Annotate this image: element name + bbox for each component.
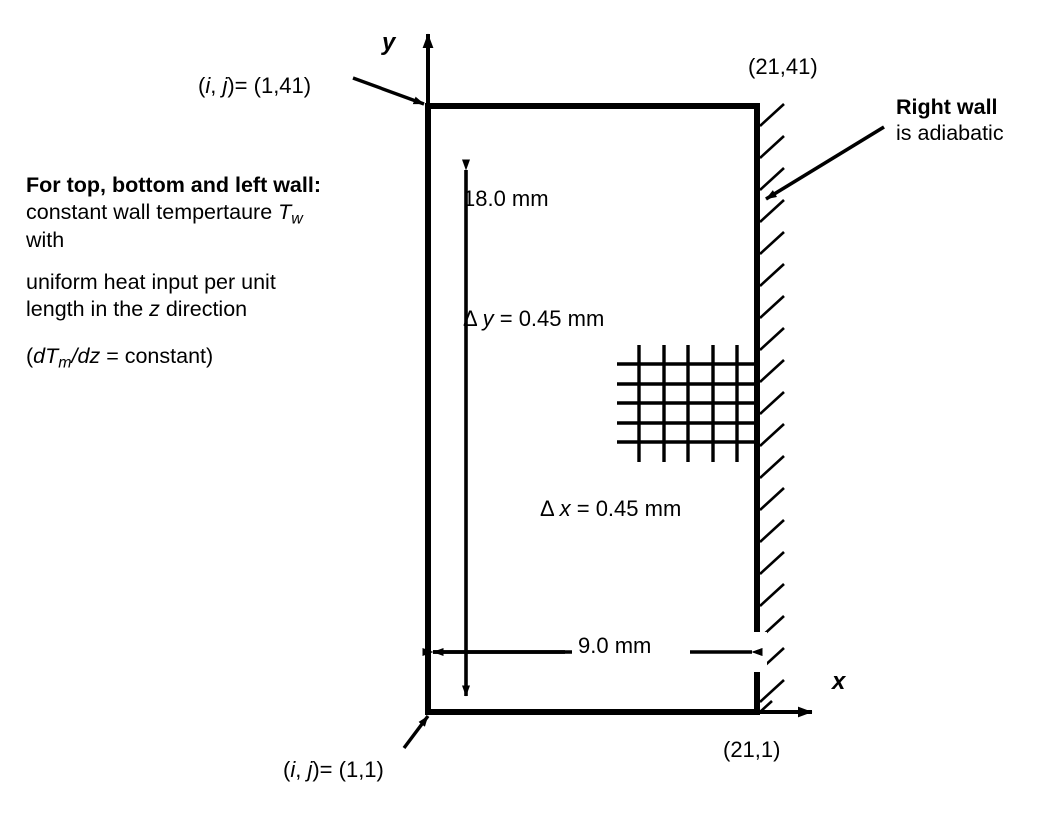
symbol-z-axis: z [149, 297, 160, 322]
symbol-wall-temperature: T [278, 200, 292, 225]
index-j-symbol-2: j [307, 757, 313, 782]
leader-arrow-top-left [352, 76, 425, 106]
grid-dy-label: Δ y = 0.45 mm [463, 306, 604, 333]
boundary-condition-note: For top, bottom and left wall: constant … [26, 172, 326, 371]
right-wall-bold-label: Right wall [896, 95, 998, 119]
equation-tail: = constant) [100, 344, 214, 369]
y-axis-label: y [382, 29, 396, 56]
leader-arrow-bottom-left [402, 714, 430, 750]
height-dimension-label: 18.0 mm [463, 186, 549, 211]
equation-subscript: m [58, 354, 72, 372]
index-j-symbol: j [222, 73, 228, 98]
equation-denominator: /dz [71, 344, 101, 369]
finite-difference-mesh [617, 345, 759, 462]
corner-label-top-right: (21,41) [748, 54, 818, 79]
note-line-2-text: uniform heat input per unit length in th… [26, 269, 276, 322]
grid-dx-label: Δ x = 0.45 mm [540, 496, 681, 523]
symbol-wall-temperature-subscript: w [291, 210, 303, 228]
note-equation: (dTm/dz = constant) [26, 343, 326, 372]
index-i-symbol: i [205, 73, 211, 98]
corner-label-top-left-value: )= (1,41) [227, 73, 312, 98]
leader-arrow-right-wall [765, 125, 885, 201]
equation-open-paren: ( [26, 344, 34, 369]
note-line-2-tail: direction [159, 297, 248, 322]
note-text-b: with [26, 227, 65, 252]
index-i-symbol-2: i [290, 757, 296, 782]
corner-label-bottom-left-value: )= (1,1) [312, 757, 384, 782]
corner-label-top-left: (i, j)= (1,41) [198, 73, 312, 98]
duct-rectangle [425, 103, 760, 715]
corner-label-bottom-right: (21,1) [723, 737, 781, 762]
note-bold-lead: For top, bottom and left wall: [26, 173, 321, 197]
note-line-2: uniform heat input per unit length in th… [26, 269, 326, 324]
width-dimension-line [422, 632, 767, 672]
axis-symbol-x: x [559, 496, 571, 521]
width-dimension-label: 9.0 mm [578, 633, 652, 658]
delta-symbol-y: Δ [463, 306, 477, 331]
delta-symbol-x: Δ [540, 496, 554, 521]
axis-symbol-y: y [482, 306, 494, 331]
right-wall-sub-label: is adiabatic [896, 120, 1004, 145]
adiabatic-hatching [759, 103, 785, 713]
corner-label-bottom-left: (i, j)= (1,1) [283, 757, 384, 782]
grid-dy-value: = 0.45 mm [499, 306, 605, 331]
grid-dx-value: = 0.45 mm [576, 496, 682, 521]
note-text-a: constant wall tempertaure [26, 200, 279, 225]
equation-numerator: dT [33, 344, 59, 369]
x-axis-label: x [832, 668, 846, 695]
